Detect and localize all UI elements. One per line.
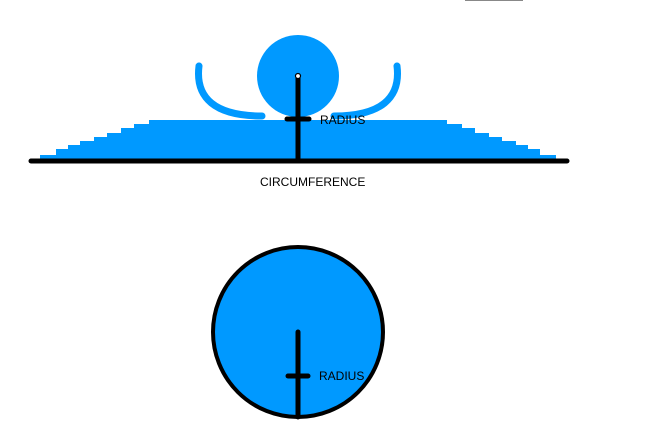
left-arc-strip bbox=[195, 62, 266, 120]
top-radius-label: RADIUS bbox=[320, 113, 365, 127]
right-arc-strip bbox=[330, 62, 401, 120]
bottom-radius-label: RADIUS bbox=[319, 369, 364, 383]
unrolled-figure: RADIUS CIRCUMFERENCE bbox=[28, 35, 570, 189]
center-point bbox=[294, 72, 302, 80]
circumference-label: CIRCUMFERENCE bbox=[260, 175, 365, 189]
circle-figure: RADIUS bbox=[211, 245, 385, 420]
